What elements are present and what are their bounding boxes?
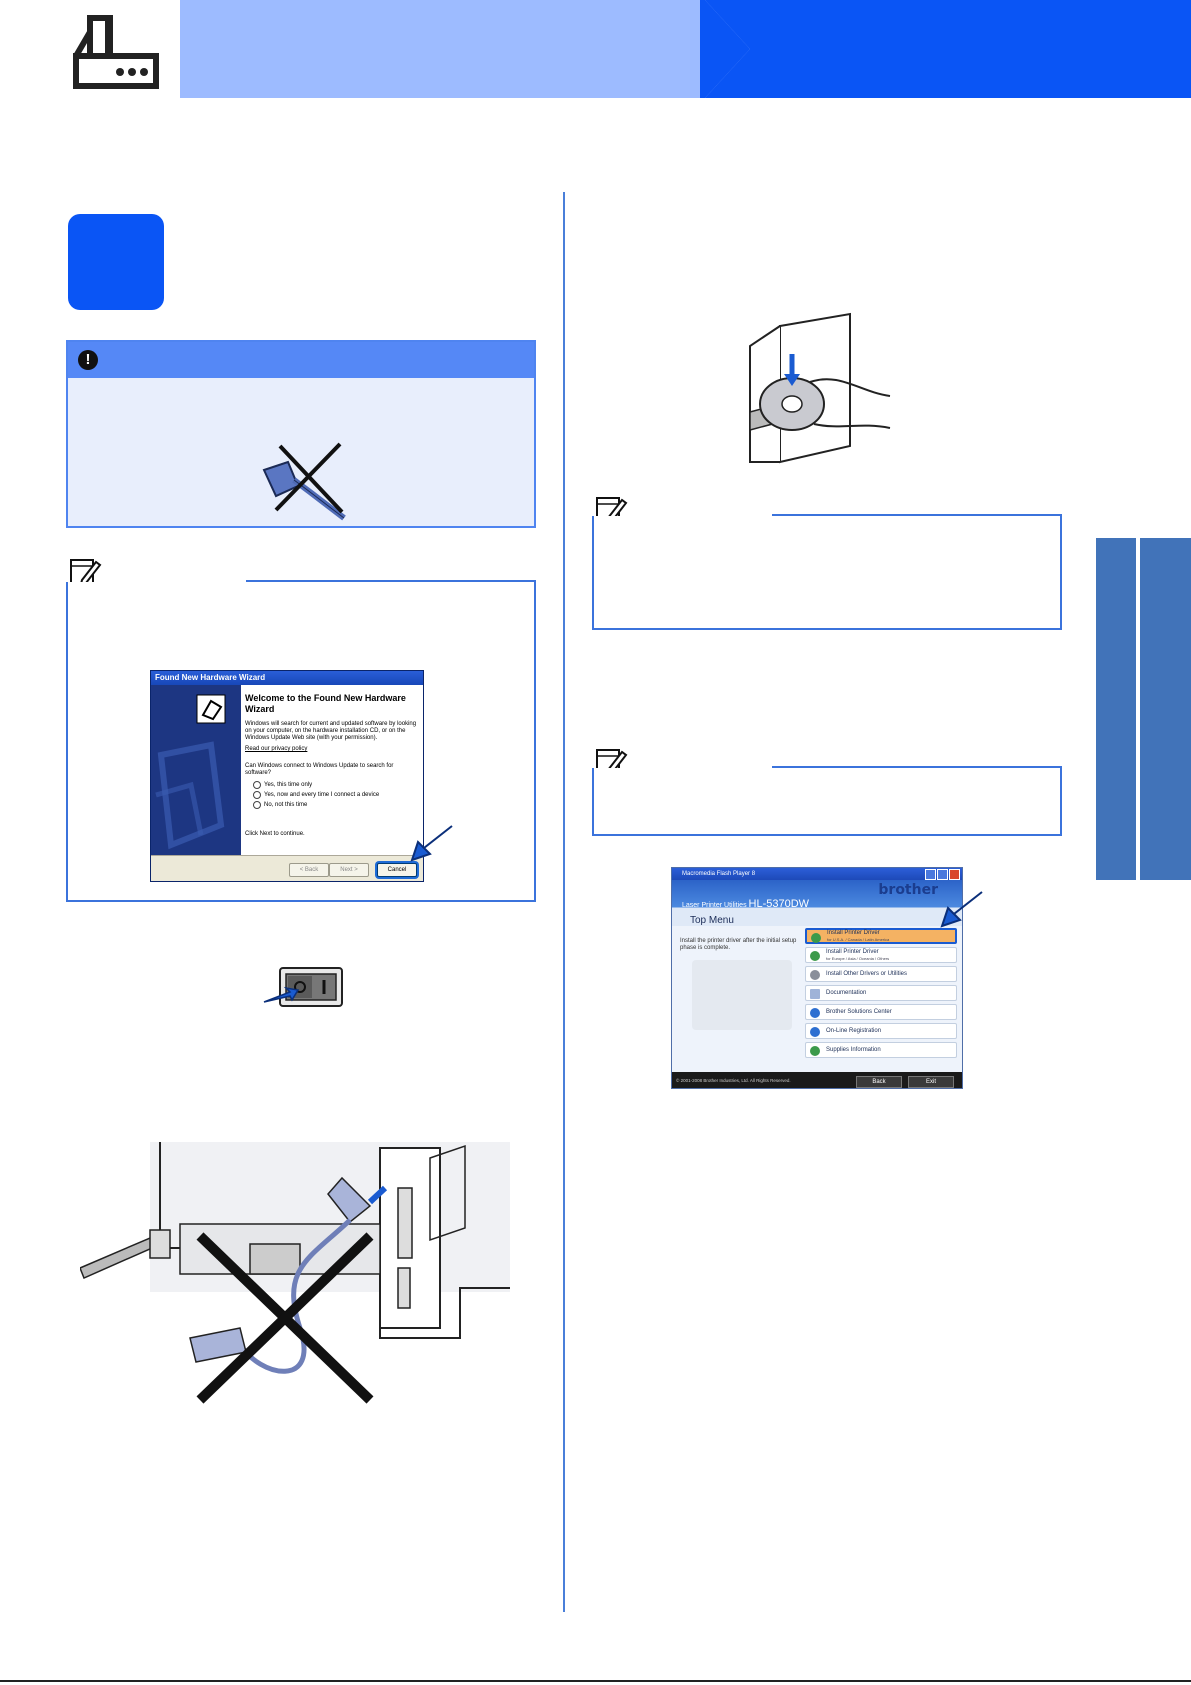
menu-item-supplies-information[interactable]: Supplies Information	[805, 1042, 957, 1058]
tools-icon	[810, 970, 820, 980]
radio-option-this-time[interactable]: Yes, this time only	[253, 781, 421, 789]
next-button[interactable]: Next >	[329, 863, 369, 877]
menu-item-online-registration[interactable]: On-Line Registration	[805, 1023, 957, 1039]
printer-parallel-icon	[73, 15, 159, 89]
cancel-button[interactable]: Cancel	[377, 863, 417, 877]
exclamation-icon: !	[78, 350, 98, 370]
step-number-badge	[68, 214, 164, 310]
copyright-text: © 2001-2008 Brother Industries, Ltd. All…	[676, 1078, 791, 1083]
wizard-question: Can Windows connect to Windows Update to…	[245, 763, 394, 776]
note-box-2	[592, 516, 1062, 630]
product-line: Laser Printer Utilities HL-5370DW	[682, 898, 810, 910]
install-cd-icon	[811, 933, 821, 943]
brother-logo: brother	[878, 882, 938, 898]
note-box-3-top	[772, 766, 1062, 768]
menu-item-install-driver-americas[interactable]: Install Printer Driver for U.S.A. / Cana…	[805, 928, 957, 944]
menu-item-documentation[interactable]: Documentation	[805, 985, 957, 1001]
header-dark-band	[705, 0, 1191, 98]
column-divider	[563, 192, 565, 1612]
wizard-side-graphic	[151, 685, 241, 855]
power-switch-illustration	[263, 967, 343, 1007]
installer-description: Install the printer driver after the ini…	[680, 938, 797, 951]
printer-image	[692, 960, 792, 1030]
supplies-globe-icon	[810, 1046, 820, 1056]
radio-option-not-this-time[interactable]: No, not this time	[253, 801, 421, 809]
window-controls	[925, 869, 960, 880]
header-band	[73, 0, 1191, 98]
note-box-1-top	[246, 580, 536, 582]
note-box-3	[592, 768, 1062, 836]
usb-cable-crossed-icon	[262, 442, 346, 521]
model-name: HL-5370DW	[748, 898, 810, 910]
side-tab-1	[1096, 538, 1136, 880]
install-cd-icon	[810, 951, 820, 961]
cd-rom-insert-illustration	[749, 312, 891, 464]
installer-menu-list: Install Printer Driver for U.S.A. / Cana…	[805, 928, 957, 1061]
installer-title-bar: Macromedia Flash Player 8	[672, 868, 962, 880]
radio-option-every-time[interactable]: Yes, now and every time I connect a devi…	[253, 791, 421, 799]
back-button[interactable]: < Back	[289, 863, 329, 877]
found-new-hardware-wizard: Found New Hardware Wizard Welcome to the…	[150, 670, 424, 882]
wizard-heading: Welcome to the Found New Hardware Wizard	[245, 693, 406, 714]
important-box: !	[66, 340, 536, 528]
section-side-tabs	[1096, 538, 1191, 880]
wizard-intro: Windows will search for current and upda…	[245, 721, 417, 741]
installer-top-menu-window: Macromedia Flash Player 8 brother Laser …	[671, 867, 963, 1089]
installer-exit-button[interactable]: Exit	[908, 1076, 954, 1088]
wizard-body: Welcome to the Found New Hardware Wizard…	[245, 689, 421, 855]
bottom-rule	[0, 1680, 1191, 1682]
printer-rear-parallel-cable-illustration	[80, 1142, 510, 1404]
pointer-arrow-icon	[410, 825, 453, 862]
pointer-arrow-icon	[940, 891, 983, 928]
radio-button[interactable]	[253, 801, 261, 809]
globe-icon	[810, 1027, 820, 1037]
note-box-2-top	[772, 514, 1062, 516]
close-icon[interactable]	[949, 869, 960, 880]
installer-back-button[interactable]: Back	[856, 1076, 902, 1088]
wizard-title-bar: Found New Hardware Wizard	[151, 671, 423, 685]
radio-button[interactable]	[253, 791, 261, 799]
top-menu-title: Top Menu	[690, 915, 734, 926]
privacy-policy-link[interactable]: Read our privacy policy	[245, 746, 308, 752]
document-icon	[810, 989, 820, 999]
menu-item-install-driver-europe[interactable]: Install Printer Driver for Europe / Asia…	[805, 947, 957, 963]
globe-icon	[810, 1008, 820, 1018]
installer-footer: © 2001-2008 Brother Industries, Ltd. All…	[672, 1072, 962, 1088]
maximize-icon[interactable]	[937, 869, 948, 880]
menu-item-solutions-center[interactable]: Brother Solutions Center	[805, 1004, 957, 1020]
menu-item-other-drivers[interactable]: Install Other Drivers or Utilities	[805, 966, 957, 982]
radio-button[interactable]	[253, 781, 261, 789]
installer-banner	[672, 880, 962, 926]
side-tab-2	[1140, 538, 1191, 880]
wizard-continue-text: Click Next to continue.	[245, 831, 305, 837]
important-header: !	[68, 342, 534, 378]
minimize-icon[interactable]	[925, 869, 936, 880]
wizard-button-bar: < Back Next > Cancel	[151, 855, 423, 881]
